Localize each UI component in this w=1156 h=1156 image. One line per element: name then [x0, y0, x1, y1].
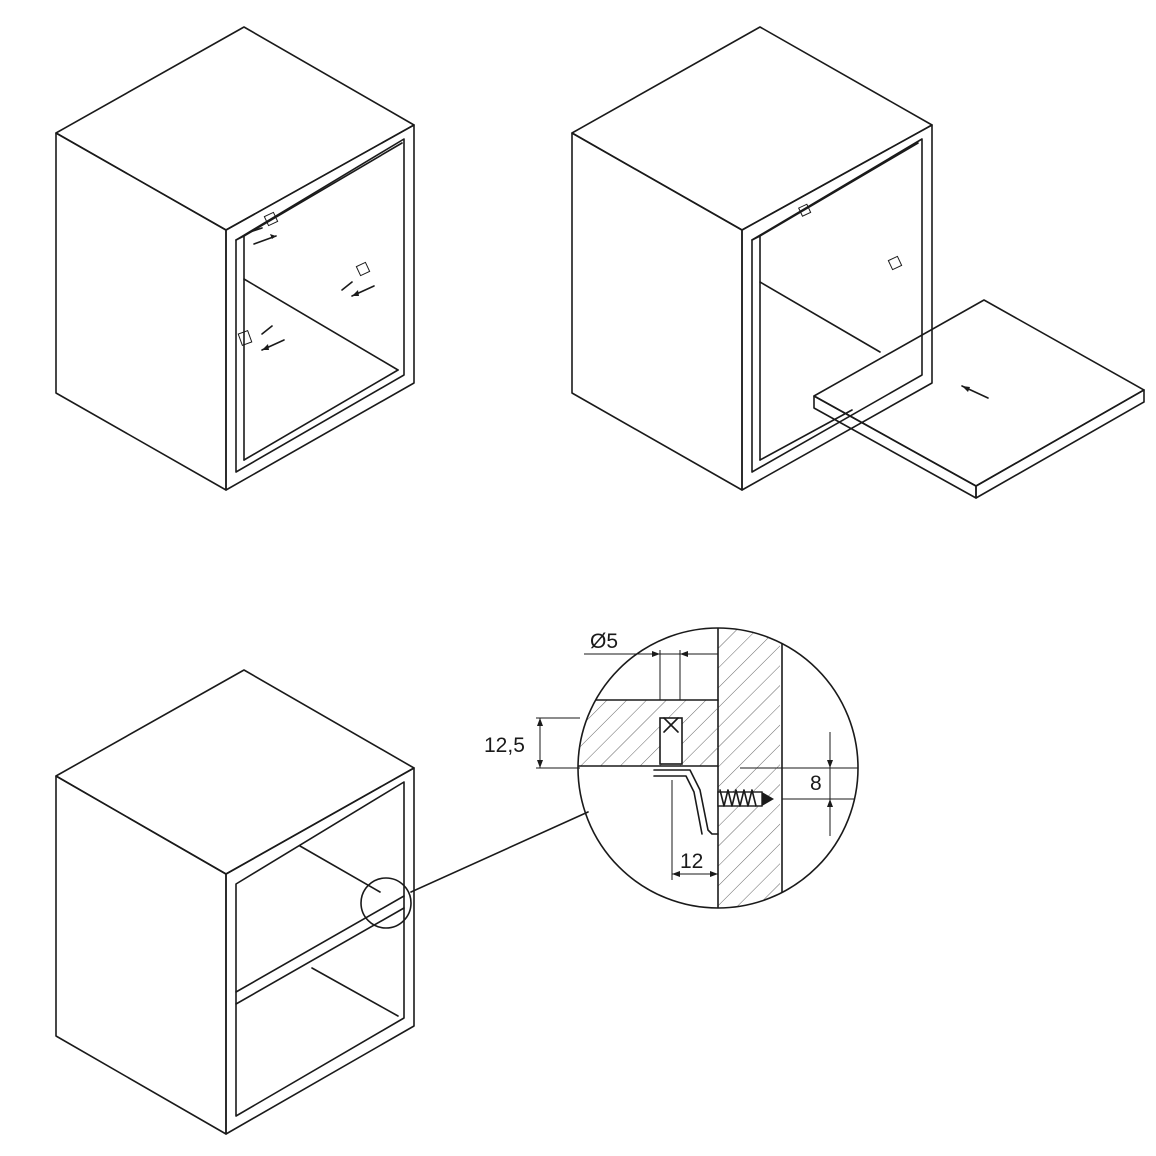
- thickness-label: 12,5: [484, 734, 525, 757]
- detail-view: Ø5 12,5 8 12: [484, 627, 859, 909]
- shelf-clip-icon: [887, 255, 903, 271]
- bracket-depth-label: 12: [680, 850, 703, 873]
- shelf-clip-icon: [341, 261, 375, 297]
- cabinet-step-1: [55, 26, 415, 491]
- shelf-clip-icon: [237, 325, 285, 351]
- cabinet-step-2: [571, 26, 1145, 499]
- cabinet-step-3: [55, 669, 589, 1135]
- shelf-clip-icon: [249, 211, 279, 245]
- shelf-board: [813, 299, 1145, 499]
- screw-icon: [717, 789, 774, 807]
- shelf-clip-icon: [798, 203, 812, 217]
- detail-marker: [360, 877, 412, 929]
- screw-offset-label: 8: [810, 772, 822, 795]
- diameter-label: Ø5: [590, 630, 618, 653]
